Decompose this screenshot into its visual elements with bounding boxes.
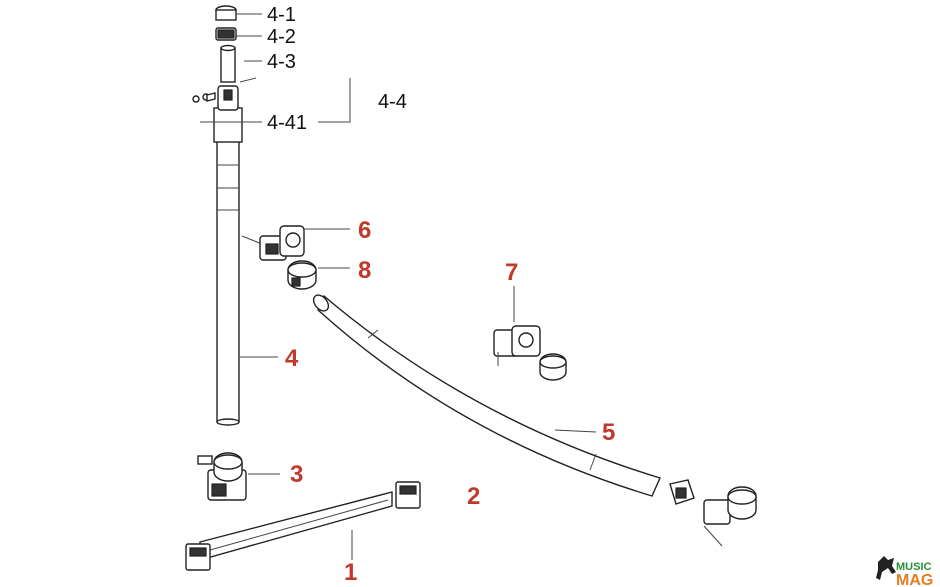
clamp-part-3 xyxy=(197,452,280,501)
base-bar-part-1 xyxy=(185,481,421,571)
musicmag-logo: MUSIC MAG xyxy=(876,556,933,587)
ring-part-8 xyxy=(287,260,350,290)
label-1: 1 xyxy=(344,559,357,586)
label-3: 3 xyxy=(290,461,303,488)
label-4-2: 4-2 xyxy=(267,26,296,48)
label-4-3: 4-3 xyxy=(267,51,296,73)
boom-arm-part-5 xyxy=(312,294,661,497)
clamp-part-7 xyxy=(493,286,567,381)
label-7: 7 xyxy=(505,259,518,286)
stand-pole-part-4 xyxy=(192,5,257,426)
label-2: 2 xyxy=(467,483,480,510)
label-4: 4 xyxy=(285,345,299,372)
leader-lines-part-4 xyxy=(200,13,351,358)
clamp-part-6 xyxy=(241,225,350,261)
label-6: 6 xyxy=(358,217,371,244)
label-4-4: 4-4 xyxy=(378,91,407,113)
label-4-41: 4-41 xyxy=(267,112,307,134)
label-5: 5 xyxy=(602,419,615,446)
musician-silhouette-icon xyxy=(876,556,896,580)
label-4-1: 4-1 xyxy=(267,4,296,26)
label-8: 8 xyxy=(358,257,371,284)
callout-labels: 4-1 4-2 4-3 4-4 4-41 6 8 7 4 5 3 2 1 xyxy=(267,4,615,586)
logo-text-music: MUSIC xyxy=(896,561,932,573)
boom-end-clamp xyxy=(669,479,757,547)
logo-text-mag: MAG xyxy=(896,572,933,587)
